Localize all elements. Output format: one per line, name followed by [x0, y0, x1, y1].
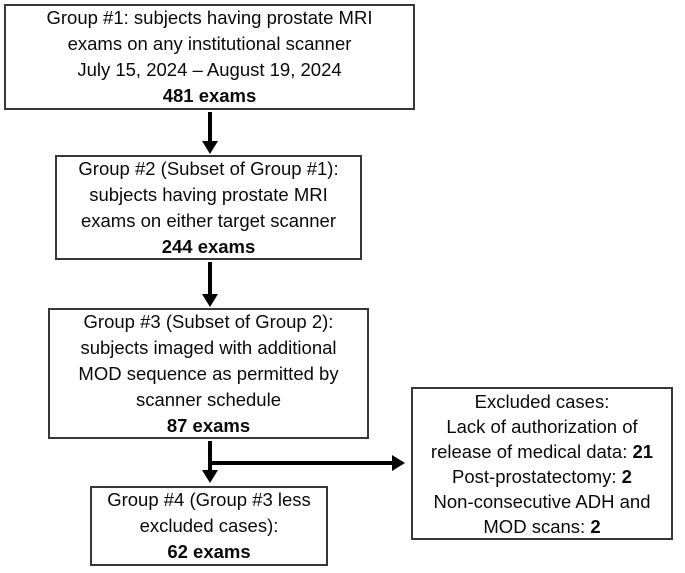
box-group3-exam-count: 87 exams — [166, 414, 251, 436]
box-group1-line1: Group #1: subjects having prostate MRI — [46, 7, 373, 28]
excluded-item-prostatectomy: Post-prostatectomy: 2 — [452, 464, 632, 489]
box-group1: Group #1: subjects having prostate MRI e… — [4, 4, 415, 110]
box-group1-exam-count: 481 exams — [162, 85, 257, 106]
box-group3-line2: subjects imaged with additional — [80, 336, 337, 358]
box-group2-line2: subjects having prostate MRI — [89, 183, 328, 205]
excluded-item-nonconsecutive-line2: MOD scans: 2 — [483, 514, 600, 539]
excluded-item-value: 2 — [621, 465, 632, 487]
arrow-branch-to-excluded-right-arrowhead-icon — [392, 455, 405, 471]
excluded-title: Excluded cases: — [475, 389, 610, 414]
box-group3-line3: MOD sequence as permitted by — [78, 362, 339, 384]
excluded-item-value: 21 — [632, 440, 654, 462]
box-group2-exam-count: 244 exams — [161, 235, 256, 257]
excluded-item-value: 2 — [590, 515, 601, 537]
box-excluded-cases: Excluded cases: Lack of authorization of… — [411, 387, 673, 540]
arrow-group3-to-group4-down-arrowhead-icon — [202, 470, 218, 483]
box-group1-line2: exams on any institutional scanner — [67, 33, 352, 54]
excluded-item-text: Lack of authorization of — [446, 415, 638, 437]
excluded-item-authorization-line2: release of medical data: 21 — [431, 439, 653, 464]
excluded-item-authorization-line1: Lack of authorization of — [446, 414, 637, 439]
arrow-group1-to-group2-stem — [208, 112, 212, 142]
box-group4-line1: Group #4 (Group #3 less — [107, 489, 311, 510]
box-group1-line3: July 15, 2024 – August 19, 2024 — [77, 59, 342, 80]
box-group3: Group #3 (Subset of Group 2): subjects i… — [48, 308, 369, 439]
box-group4: Group #4 (Group #3 less excluded cases):… — [90, 486, 328, 566]
arrow-group2-to-group3-down-arrowhead-icon — [202, 294, 218, 307]
arrow-group1-to-group2-down-arrowhead-icon — [202, 141, 218, 154]
excluded-item-text: MOD scans: — [483, 515, 591, 537]
excluded-item-text: Post-prostatectomy: — [452, 465, 622, 487]
excluded-item-text: release of medical data: — [430, 440, 633, 462]
box-group4-line2: excluded cases): — [139, 515, 279, 536]
arrow-group2-to-group3-stem — [208, 262, 212, 294]
box-group3-line1: Group #3 (Subset of Group 2): — [83, 310, 334, 332]
excluded-title-text: Excluded cases: — [474, 390, 610, 412]
box-group2: Group #2 (Subset of Group #1): subjects … — [55, 155, 362, 260]
box-group4-exam-count: 62 exams — [167, 541, 251, 562]
excluded-item-text: Non-consecutive ADH and — [433, 490, 651, 512]
box-group2-line1: Group #2 (Subset of Group #1): — [78, 157, 339, 179]
box-group3-line4: scanner schedule — [135, 388, 281, 410]
box-group2-line3: exams on either target scanner — [80, 209, 337, 231]
arrow-branch-to-excluded-stem — [210, 461, 393, 465]
excluded-item-nonconsecutive-line1: Non-consecutive ADH and — [434, 489, 651, 514]
arrow-group3-to-group4-stem — [208, 441, 212, 471]
